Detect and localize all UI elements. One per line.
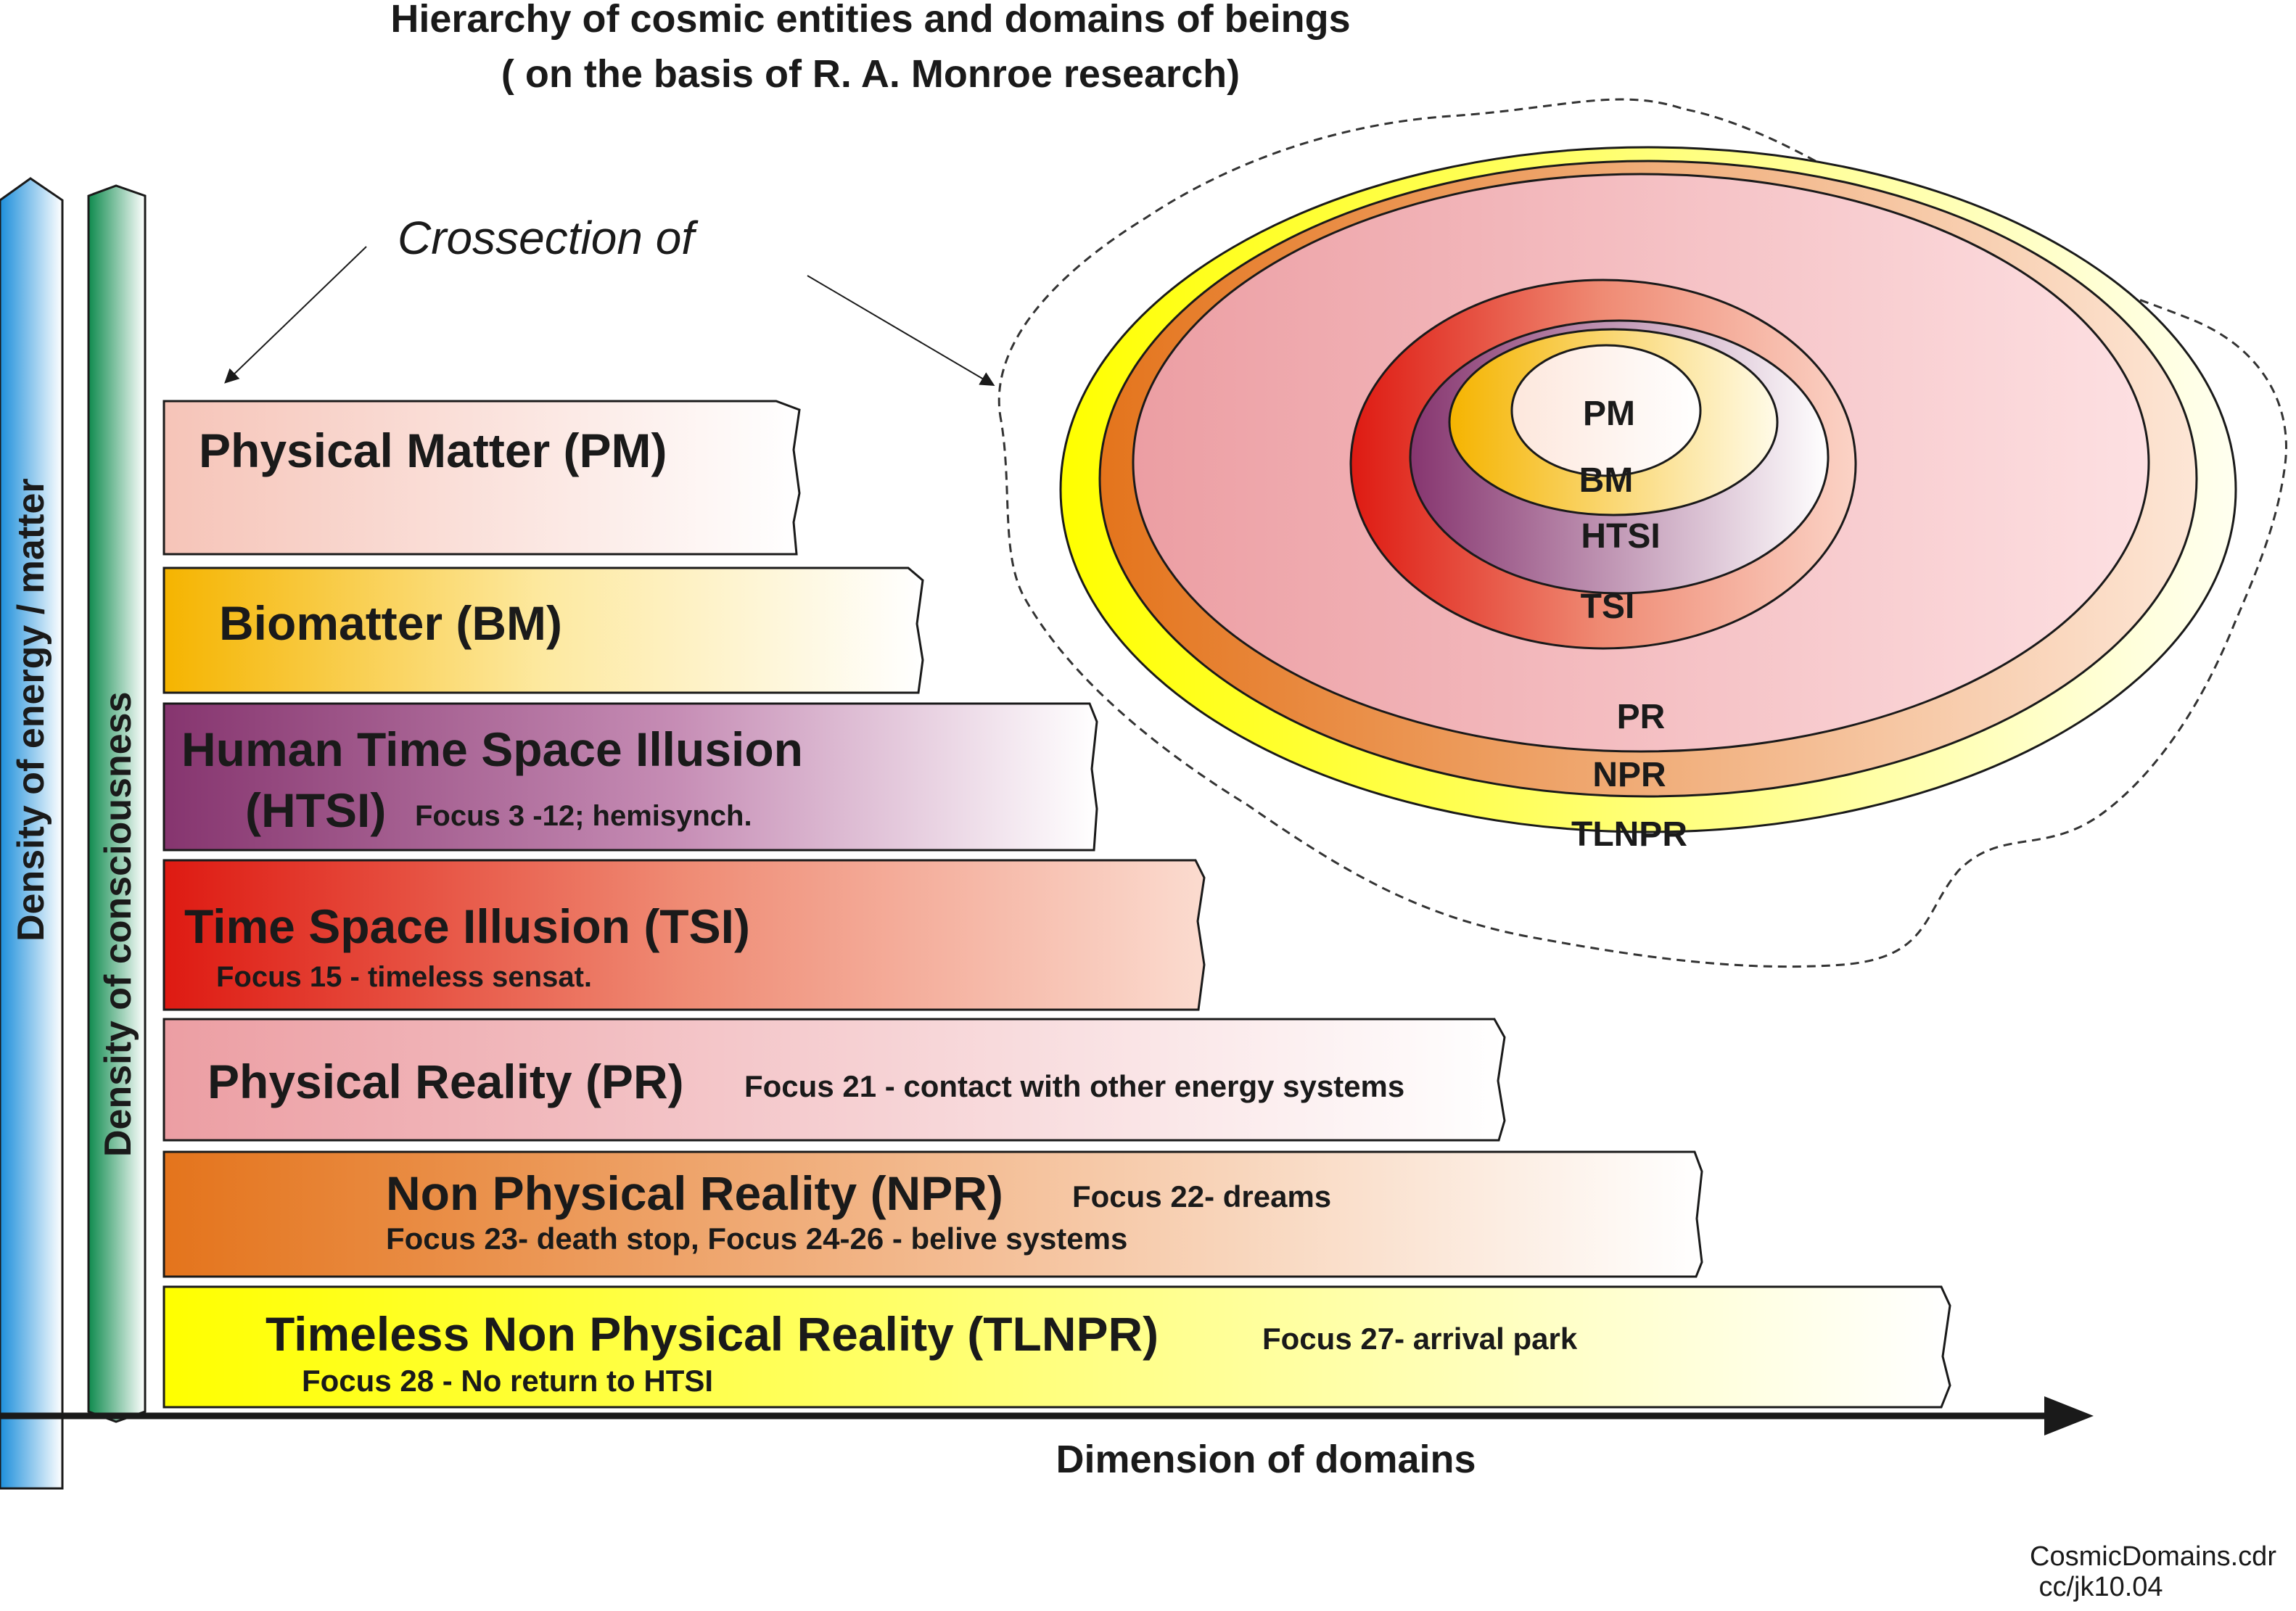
energy-density-bar: Density of energy / matter	[0, 177, 64, 1490]
cosmic-cloud-outline	[997, 98, 2287, 968]
energy-density-label: Density of energy / matter	[10, 478, 52, 942]
band-htsi-name: Human Time Space Illusion	[181, 722, 803, 776]
ring-npr-label: NPR	[1592, 756, 1666, 794]
band-htsi: Human Time Space Illusion (HTSI) Focus 3…	[162, 702, 1098, 852]
band-pr-name: Physical Reality (PR)	[207, 1055, 684, 1108]
footer-credit: cc/jk10.04	[2038, 1572, 2163, 1602]
band-tlnpr-name: Timeless Non Physical Reality (TLNPR)	[266, 1307, 1159, 1361]
band-tlnpr: Timeless Non Physical Reality (TLNPR) Fo…	[162, 1285, 1951, 1409]
diagram-subtitle: ( on the basis of R. A. Monroe research)	[501, 52, 1240, 96]
ring-bm-label: BM	[1579, 461, 1634, 500]
diagram-title: Hierarchy of cosmic entities and domains…	[390, 0, 1350, 41]
ring-pr-label: PR	[1617, 698, 1666, 736]
band-pr: Physical Reality (PR) Focus 21 - contact…	[162, 1018, 1506, 1142]
band-tlnpr-note1: Focus 27- arrival park	[1262, 1322, 1578, 1356]
domains-axis-label: Dimension of domains	[1056, 1438, 1476, 1481]
crossection-arrow-left	[224, 246, 367, 384]
ring-tlnpr-label: TLNPR	[1571, 815, 1687, 854]
ring-pm-label: PM	[1583, 395, 1635, 433]
crossection-label: Crossection of	[398, 212, 699, 264]
consciousness-density-bar: Density of consciousness	[87, 184, 147, 1423]
band-bm: Biomatter (BM)	[162, 566, 924, 694]
crossection-arrow-right	[807, 275, 995, 387]
cross-section-rings: PM BM HTSI TSI PR NPR TLNPR	[1059, 146, 2237, 854]
band-npr-note1: Focus 22- dreams	[1072, 1179, 1331, 1214]
band-npr: Non Physical Reality (NPR) Focus 22- dre…	[162, 1150, 1703, 1278]
band-htsi-abbr: (HTSI)	[245, 783, 386, 837]
band-pm-name: Physical Matter (PM)	[199, 424, 667, 477]
band-pr-note: Focus 21 - contact with other energy sys…	[744, 1069, 1404, 1103]
domains-axis: Dimension of domains	[0, 1396, 2094, 1481]
band-tsi-note: Focus 15 - timeless sensat.	[216, 961, 592, 993]
ring-htsi-label: HTSI	[1581, 517, 1660, 556]
footer-filename: CosmicDomains.cdr	[2030, 1541, 2276, 1572]
band-htsi-note: Focus 3 -12; hemisynch.	[415, 800, 752, 832]
band-npr-name: Non Physical Reality (NPR)	[386, 1166, 1003, 1220]
band-tsi-name: Time Space Illusion (TSI)	[184, 899, 750, 953]
consciousness-density-label: Density of consciousness	[97, 691, 139, 1157]
band-tsi: Time Space Illusion (TSI) Focus 15 - tim…	[162, 859, 1206, 1011]
ring-tsi-label: TSI	[1581, 588, 1635, 626]
band-tlnpr-note2: Focus 28 - No return to HTSI	[302, 1364, 713, 1398]
ring-pm	[1510, 344, 1702, 477]
band-bm-name: Biomatter (BM)	[219, 596, 562, 650]
band-pm: Physical Matter (PM)	[162, 400, 801, 556]
band-npr-note2: Focus 23- death stop, Focus 24-26 - beli…	[386, 1221, 1127, 1256]
